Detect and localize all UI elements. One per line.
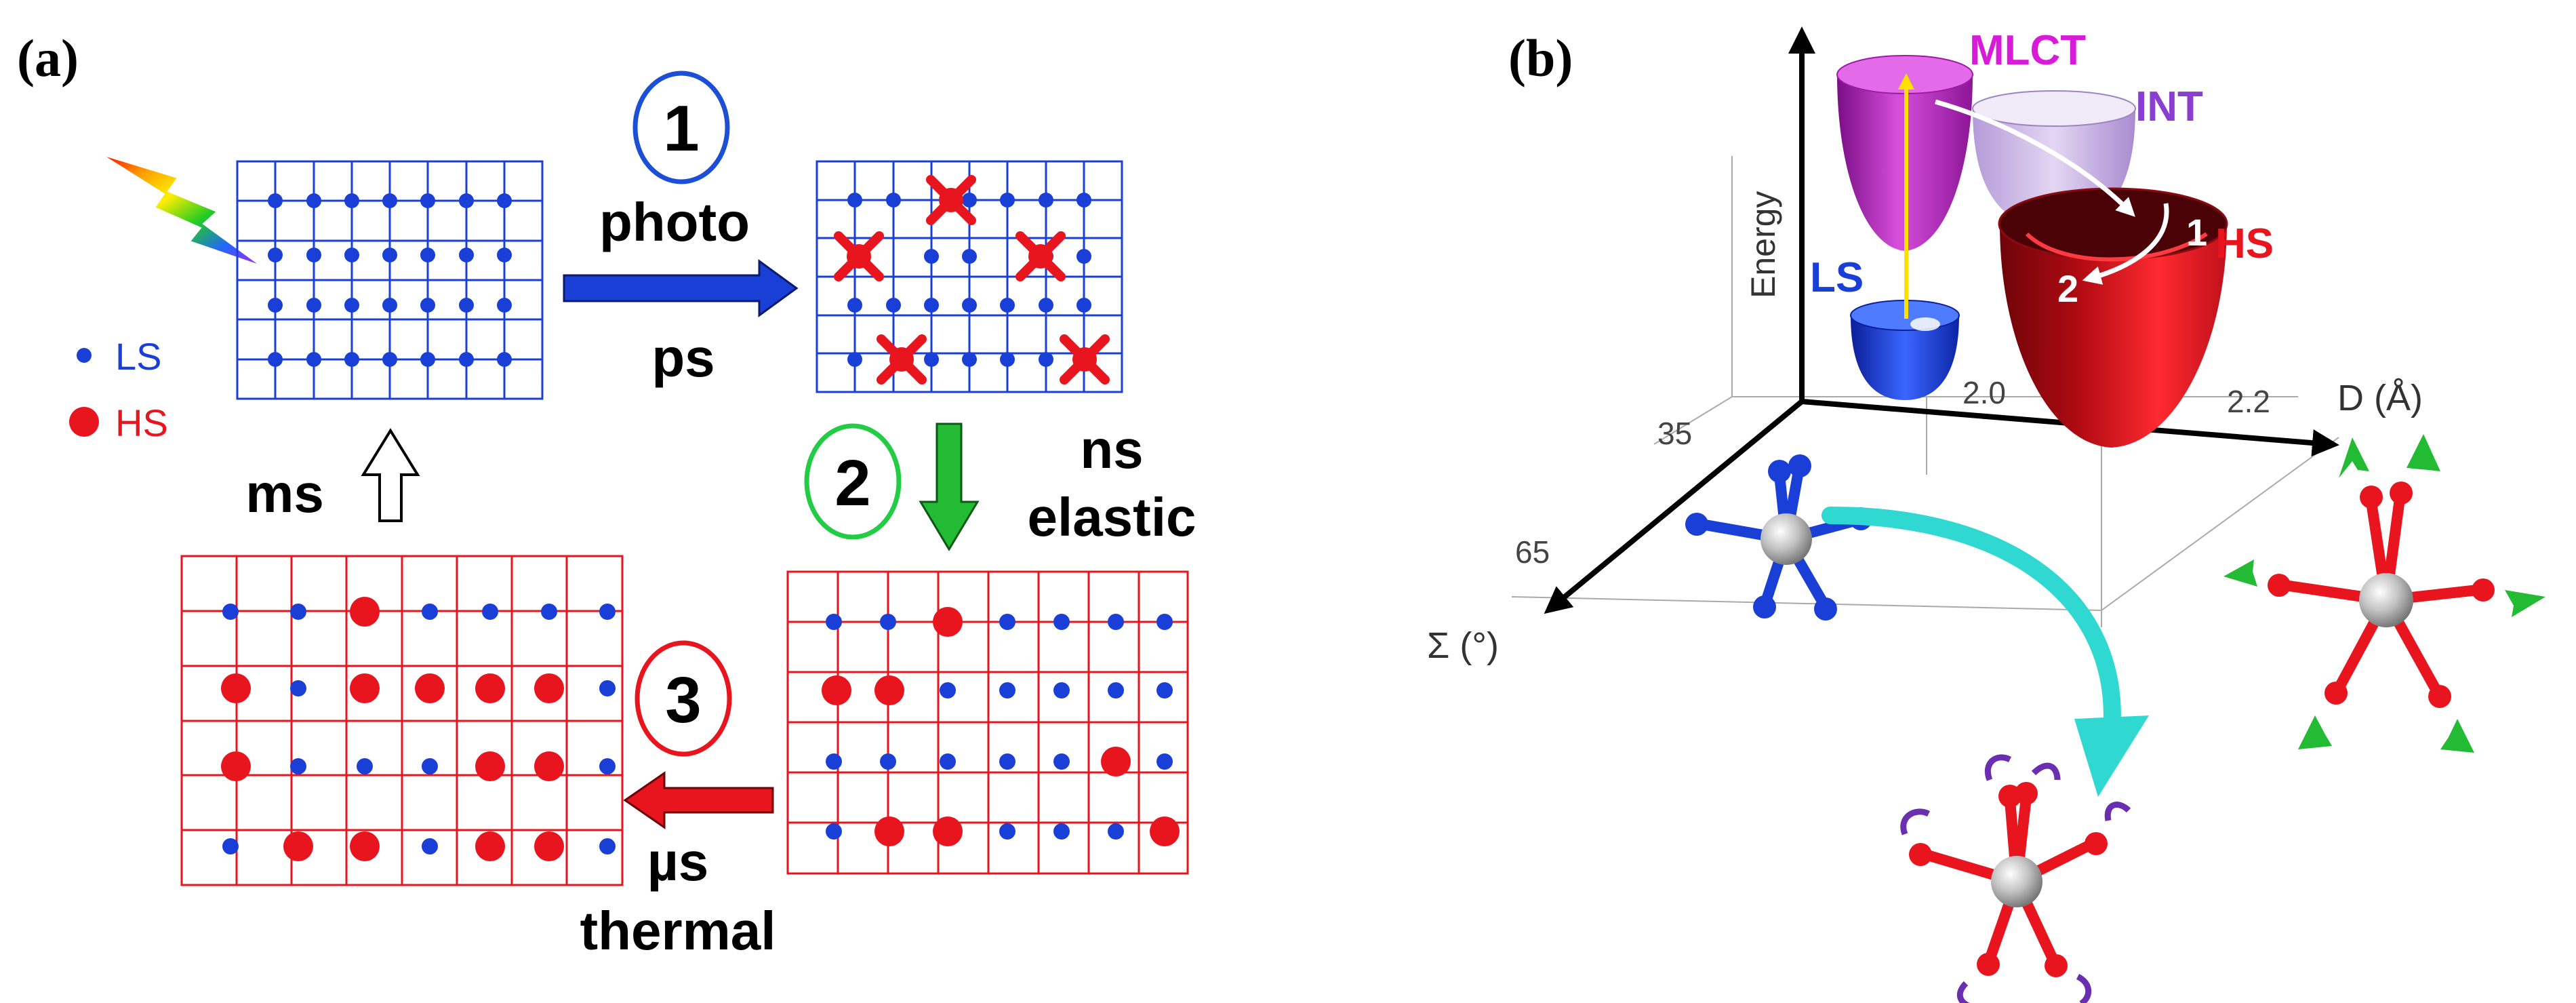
legend-hs-dot	[69, 407, 99, 437]
excited-hs-site	[926, 175, 976, 225]
expansion-arrows	[2223, 434, 2545, 753]
step-3-circle	[635, 640, 732, 757]
step-2-number: 2	[834, 447, 870, 519]
legend-hs-label: HS	[115, 401, 168, 444]
step-3-thermal: 3 µs thermal	[580, 640, 776, 961]
step-1-top-label: photo	[599, 192, 750, 252]
ls-label: LS	[1810, 254, 1864, 301]
step-2-elastic: 2 ns elastic	[804, 419, 1196, 551]
excited-hs-site	[1060, 334, 1110, 385]
excited-hs-site	[834, 231, 884, 281]
sigma-axis	[1544, 399, 1804, 614]
path-label-1: 1	[2186, 211, 2207, 254]
relaxation-path-1	[1935, 99, 2135, 217]
panel-b-label: (b)	[1508, 28, 1573, 87]
hs-surface	[1998, 187, 2228, 448]
step-3-number: 3	[665, 664, 701, 736]
lattice-thermal	[180, 555, 624, 886]
legend-ls-label: LS	[115, 335, 162, 378]
lattice-photoexcited	[816, 160, 1123, 393]
mlct-label: MLCT	[1969, 27, 2086, 74]
distortion-arrow	[1822, 507, 2149, 797]
ls-molecule	[1685, 454, 1872, 621]
path-label-2: 2	[2057, 267, 2078, 310]
relaxed-hs-molecule	[1900, 754, 2131, 1003]
step-2-label-line1: ns	[1080, 419, 1143, 479]
return-arrow	[361, 428, 420, 522]
state-legend: LS HS	[69, 335, 168, 444]
sigma-tick-65: 65	[1515, 534, 1550, 570]
step-1-number: 1	[663, 92, 699, 165]
panel-a: (a) LS HS	[17, 28, 1196, 961]
lightning-bolt-icon	[101, 154, 262, 267]
step-2-circle	[804, 423, 902, 540]
d-tick-2-0: 2.0	[1963, 375, 2006, 410]
d-axis-label: D (Å)	[2337, 378, 2423, 418]
step-2-arrow	[919, 422, 980, 551]
twist-arrows	[1900, 754, 2131, 1003]
step-3-label-line2: thermal	[580, 901, 776, 961]
d-tick-2-2: 2.2	[2227, 384, 2270, 419]
step-1-circle	[632, 71, 730, 184]
lattice-initial-ls	[236, 160, 544, 400]
relaxation-path-2	[2082, 203, 2169, 285]
excited-hs-site	[877, 334, 927, 385]
panel-b: (b) Energy D (Å) Σ (°) 2.0 2.2 35 65	[1427, 26, 2545, 1003]
step-3-label-line1: µs	[647, 831, 709, 892]
step-1-photo: 1 photo ps	[563, 71, 799, 388]
int-label: INT	[2135, 83, 2203, 130]
sigma-tick-35: 35	[1657, 416, 1692, 451]
energy-axis-label: Energy	[1744, 191, 1782, 298]
step-return-ms: ms	[245, 428, 420, 524]
return-label: ms	[245, 463, 324, 524]
step-2-label-line2: elastic	[1027, 487, 1196, 547]
hs-molecule	[2223, 434, 2545, 753]
excited-hs-site	[1015, 231, 1066, 281]
lattice-elastic	[786, 570, 1189, 875]
step-1-arrow	[563, 259, 799, 317]
step-3-arrow	[623, 771, 774, 829]
sigma-axis-label: Σ (°)	[1427, 625, 1499, 666]
step-1-bottom-label: ps	[651, 328, 715, 388]
panel-a-label: (a)	[17, 28, 79, 87]
hs-label: HS	[2215, 220, 2274, 267]
legend-ls-dot	[77, 348, 92, 363]
